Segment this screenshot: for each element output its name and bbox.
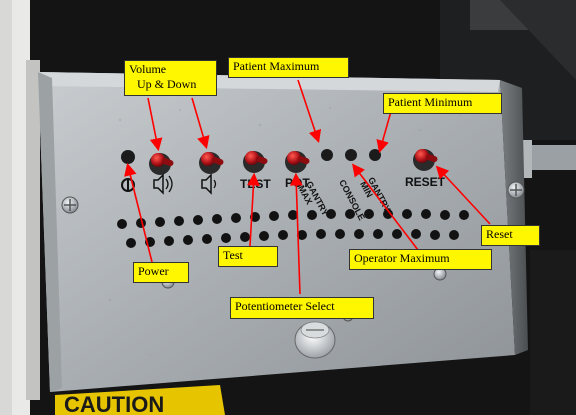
- callout-test: Test: [218, 246, 278, 267]
- callout-reset: Reset: [481, 225, 540, 246]
- panel-label-test: TEST: [240, 177, 271, 191]
- callout-potentiometer-select: Potentiometer Select: [230, 297, 374, 319]
- callout-operator-maximum: Operator Maximum: [349, 249, 492, 270]
- callout-volume-line1: Volume: [129, 62, 167, 76]
- callout-power: Power: [133, 262, 189, 283]
- callout-volume-line2: Up & Down: [137, 77, 197, 91]
- panel-label-reset: RESET: [405, 175, 446, 189]
- callout-volume: Volume Up & Down: [124, 60, 217, 96]
- callout-patient-maximum: Patient Maximum: [228, 57, 349, 78]
- caution-sticker-text: CAUTION: [64, 392, 165, 415]
- callout-patient-minimum: Patient Minimum: [383, 93, 502, 114]
